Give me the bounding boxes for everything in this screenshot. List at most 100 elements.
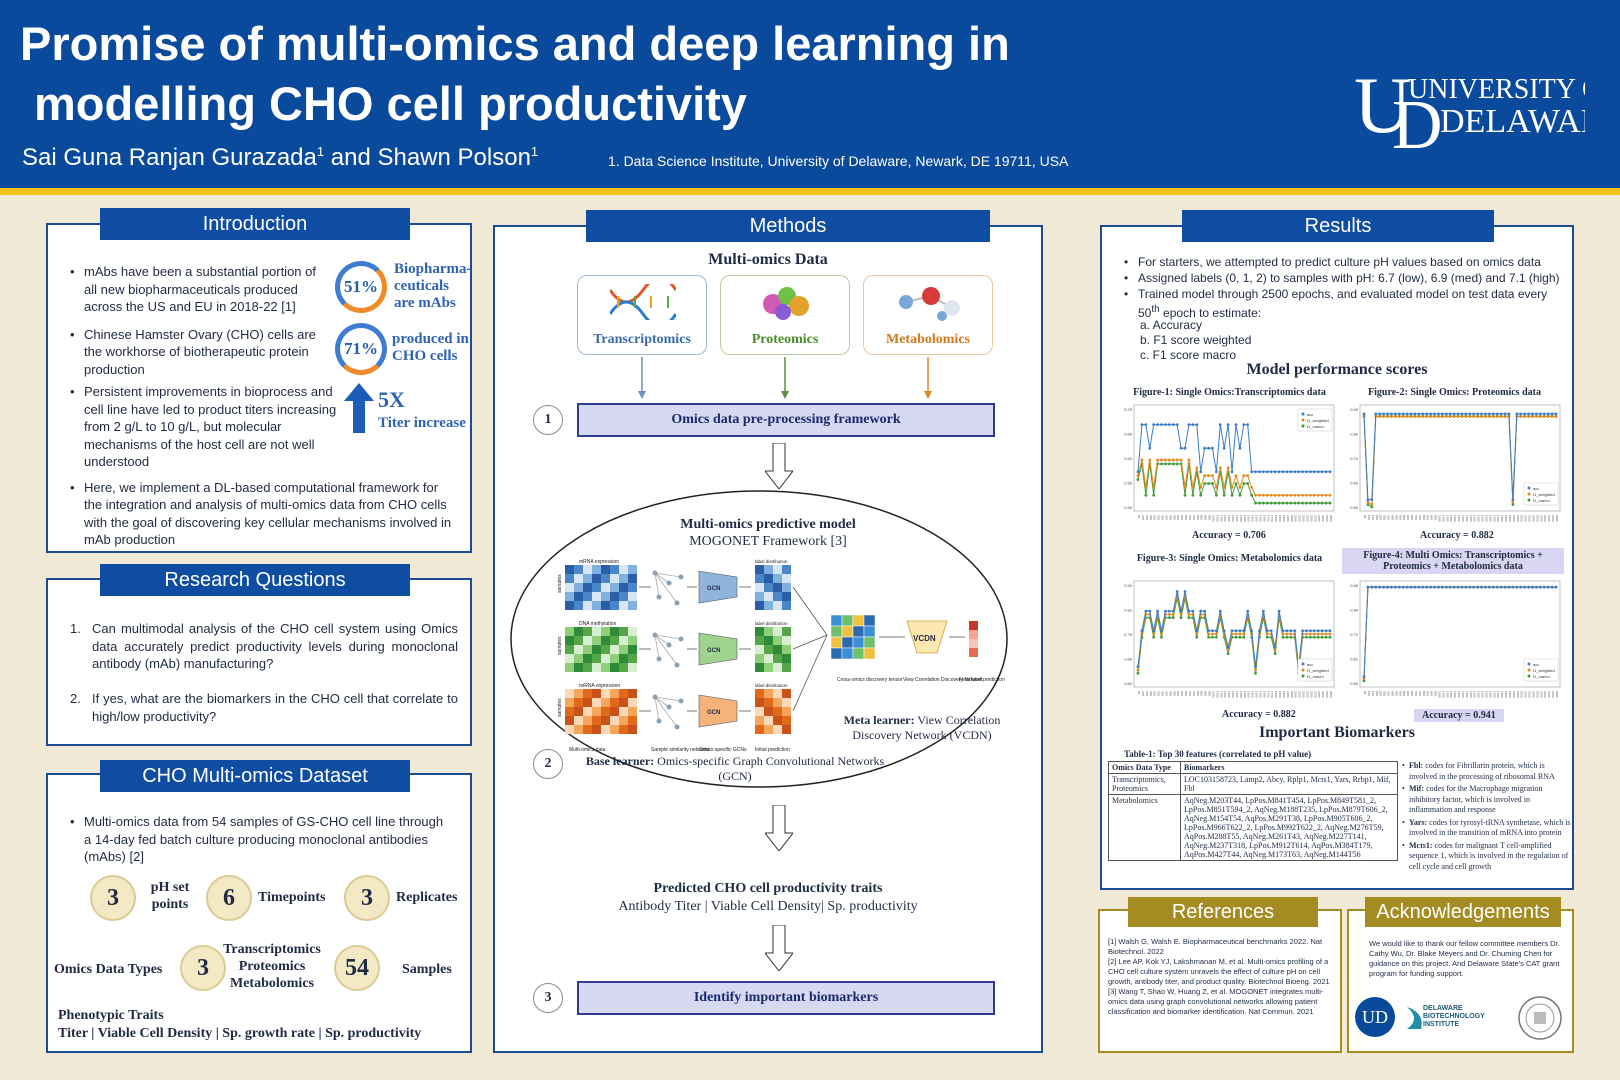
heatmap-cell bbox=[565, 601, 574, 610]
data-point bbox=[1413, 585, 1417, 589]
label-dist-cell bbox=[764, 698, 773, 707]
data-point bbox=[1140, 629, 1144, 633]
x-tick-label: 750 bbox=[1192, 515, 1196, 520]
predicted-title: Predicted CHO cell productivity traits bbox=[653, 881, 883, 896]
x-tick-label: 1450 bbox=[1473, 515, 1477, 522]
data-point bbox=[1324, 632, 1328, 636]
heatmap-cell bbox=[565, 698, 574, 707]
data-point bbox=[1289, 632, 1293, 636]
data-point bbox=[1491, 414, 1495, 418]
data-point bbox=[1183, 493, 1187, 497]
data-point bbox=[1305, 493, 1308, 497]
timepoint-count: 6 bbox=[206, 875, 252, 921]
final-label-caption: Final label prediction bbox=[959, 677, 1005, 683]
data-point bbox=[1312, 632, 1316, 636]
omics-types-label: Omics Data Types bbox=[54, 962, 163, 977]
data-point bbox=[1238, 632, 1242, 636]
legend-marker bbox=[1301, 418, 1305, 422]
tensor-cell bbox=[863, 647, 876, 660]
y-tick-label: 0.70 bbox=[1350, 456, 1359, 461]
note-yars: Yars: codes for tyrosyl-tRNA synthetase,… bbox=[1400, 818, 1572, 839]
x-tick-label: 2350 bbox=[1317, 691, 1321, 698]
heatmap-cell bbox=[583, 627, 592, 636]
data-point bbox=[1171, 458, 1175, 462]
data-point bbox=[1140, 458, 1144, 462]
data-point bbox=[1507, 412, 1511, 416]
ph-count: 3 bbox=[90, 875, 136, 921]
x-tick-label: 1300 bbox=[1461, 691, 1465, 698]
data-point bbox=[1519, 585, 1523, 589]
data-point bbox=[1261, 501, 1265, 505]
data-point bbox=[1366, 585, 1370, 589]
x-tick-label: 550 bbox=[1402, 691, 1406, 696]
replicate-label: Replicates bbox=[396, 890, 458, 905]
network-node bbox=[652, 632, 658, 638]
data-point bbox=[1324, 501, 1328, 505]
x-tick-label: 750 bbox=[1418, 691, 1422, 696]
data-point bbox=[1401, 585, 1405, 589]
x-tick-label: 1600 bbox=[1258, 691, 1262, 698]
heatmap-cell bbox=[574, 654, 583, 663]
data-point bbox=[1234, 474, 1238, 478]
heatmap-cell bbox=[619, 698, 628, 707]
intro-bullet-3: Persistent improvements in bioprocess an… bbox=[68, 383, 343, 471]
data-point bbox=[1195, 632, 1199, 636]
x-tick-label: 1800 bbox=[1500, 515, 1504, 522]
data-point bbox=[1472, 414, 1476, 418]
data-point bbox=[1413, 414, 1417, 418]
heatmap-cell bbox=[601, 654, 610, 663]
heatmap-cell bbox=[592, 698, 601, 707]
x-tick-label: 1450 bbox=[1247, 515, 1251, 522]
x-tick-label: 1700 bbox=[1266, 515, 1270, 522]
data-point bbox=[1456, 585, 1460, 589]
note-mif: Mif: codes for the Macrophage migration … bbox=[1400, 784, 1572, 816]
data-point bbox=[1167, 462, 1171, 466]
stat-ring-51: 51% bbox=[335, 261, 387, 313]
final-prediction-cell bbox=[969, 630, 978, 639]
heatmap-cell bbox=[592, 725, 601, 734]
heatmap-cell bbox=[601, 698, 610, 707]
data-point bbox=[1226, 466, 1230, 470]
acknowledgements-panel: We would like to thank our fellow commit… bbox=[1347, 909, 1574, 1053]
data-point bbox=[1531, 585, 1534, 589]
data-point bbox=[1417, 414, 1421, 418]
sub-accuracy: a. Accuracy bbox=[1140, 318, 1203, 332]
sub-f1-weighted: b. F1 score weighted bbox=[1140, 333, 1252, 347]
data-point bbox=[1289, 629, 1293, 633]
data-point bbox=[1207, 629, 1210, 633]
data-point bbox=[1246, 474, 1250, 478]
important-biomarkers-title: Important Biomarkers bbox=[1259, 724, 1415, 741]
data-point bbox=[1503, 414, 1507, 418]
label-dist-cell bbox=[773, 645, 782, 654]
data-point bbox=[1195, 423, 1199, 427]
table-cell: Metabolomics bbox=[1108, 794, 1181, 861]
data-point bbox=[1175, 423, 1179, 427]
x-tick-label: 2400 bbox=[1321, 515, 1325, 522]
heatmap-cell bbox=[565, 627, 574, 636]
gcn-label: GCN bbox=[707, 586, 720, 592]
data-point bbox=[1285, 493, 1289, 497]
heatmap-cell bbox=[601, 583, 610, 592]
x-tick-label: 2100 bbox=[1524, 515, 1528, 522]
heatmap-cell bbox=[592, 654, 601, 663]
data-point bbox=[1531, 414, 1534, 418]
network-edge bbox=[654, 572, 660, 598]
x-tick-label: 1000 bbox=[1211, 691, 1215, 698]
heatmap-cell bbox=[583, 698, 592, 707]
x-tick-label: 1100 bbox=[1445, 515, 1449, 522]
x-tick-label: 1400 bbox=[1469, 515, 1473, 522]
x-tick-label: 50 bbox=[1363, 515, 1367, 519]
x-tick-label: 2300 bbox=[1539, 515, 1543, 522]
heatmap-cell bbox=[628, 716, 637, 725]
legend-label: f1_macro bbox=[1307, 424, 1324, 429]
heatmap-cell bbox=[619, 663, 628, 672]
heatmap-cell bbox=[601, 601, 610, 610]
data-point bbox=[1542, 585, 1546, 589]
data-point bbox=[1487, 414, 1491, 418]
legend-marker bbox=[1527, 674, 1531, 678]
heatmap-cell bbox=[610, 636, 619, 645]
legend-label: f1_weighted bbox=[1533, 668, 1555, 673]
y-tick-label: 0.68 bbox=[1124, 657, 1133, 662]
heatmap-cell bbox=[592, 627, 601, 636]
